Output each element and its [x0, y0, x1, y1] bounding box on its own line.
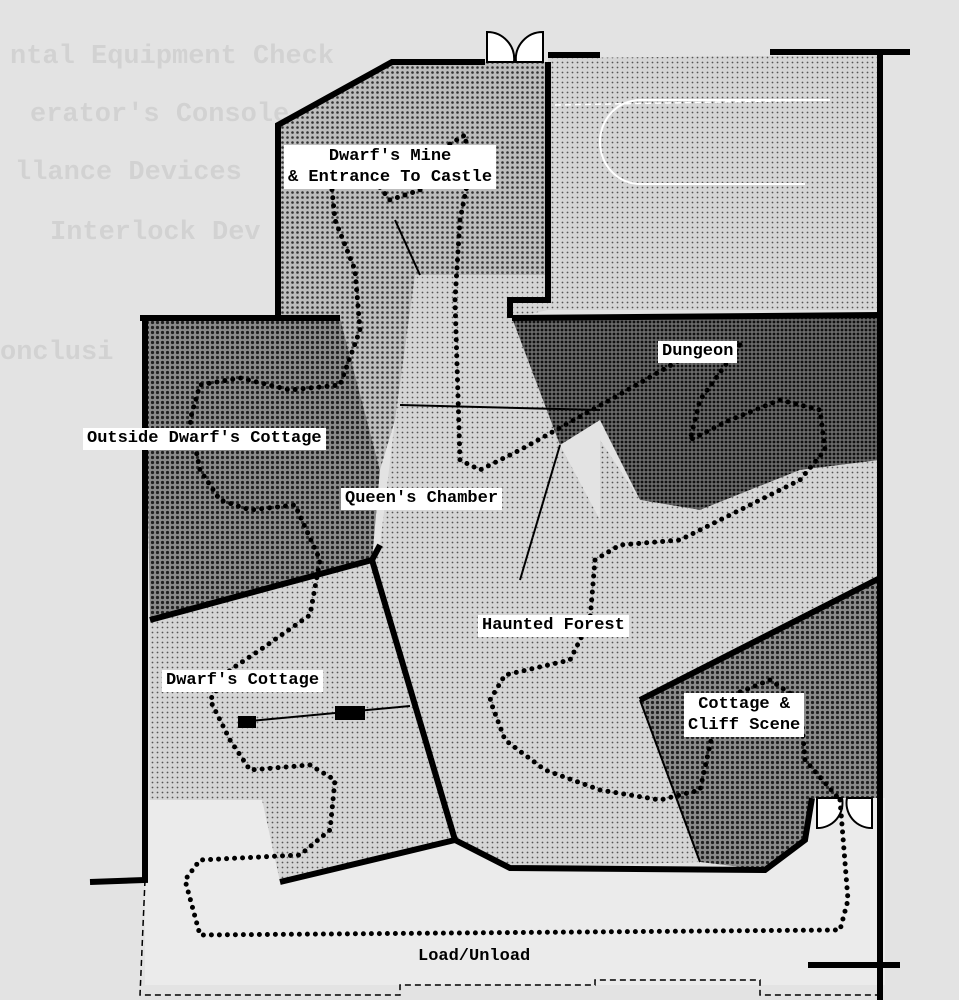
area-top-right-room [548, 55, 880, 310]
bleed-through-text: onclusi [0, 338, 114, 368]
oval-track-inner [554, 99, 831, 106]
label-dungeon: Dungeon [658, 341, 738, 363]
label-dwarfs-cottage: Dwarf's Cottage [162, 670, 324, 692]
label-dwarfs-mine: Dwarf's Mine & Entrance To Castle [284, 145, 497, 189]
load-area-outline [139, 879, 880, 996]
area-outside-cottage [145, 318, 380, 620]
door-icon [486, 30, 873, 830]
label-dwarfs-mine-line1: Dwarf's Mine [328, 147, 452, 166]
interior-lines [239, 219, 701, 863]
label-haunted-forest: Haunted Forest [478, 615, 629, 637]
bleed-through-text: ntal Equipment Check [10, 42, 335, 72]
label-load-unload: Load/Unload [418, 947, 531, 966]
label-cottage-cliff-line1: Cottage & [698, 695, 791, 714]
area-load-unload [145, 798, 885, 985]
bleed-through-text: erator's Console [30, 100, 290, 130]
label-cottage-cliff-line2: Cliff Scene [688, 716, 801, 735]
wall-block [238, 716, 256, 728]
ride-path-2 [487, 342, 843, 803]
bleed-through-text: llance Devices [15, 158, 242, 188]
area-haunted-forest [372, 440, 880, 868]
ride-path [182, 130, 851, 938]
label-cottage-cliff: Cottage & Cliff Scene [684, 693, 805, 737]
bleed-through-text: Interlock Dev [50, 218, 261, 248]
label-dwarfs-mine-line2: & Entrance To Castle [288, 168, 493, 187]
area-dwarfs-cottage [150, 560, 455, 882]
wall-block [335, 706, 365, 720]
label-queens-chamber: Queen's Chamber [341, 488, 503, 510]
walls [89, 49, 910, 1000]
oval-track [599, 99, 830, 185]
label-outside-dwarfs-cottage: Outside Dwarf's Cottage [83, 428, 326, 450]
